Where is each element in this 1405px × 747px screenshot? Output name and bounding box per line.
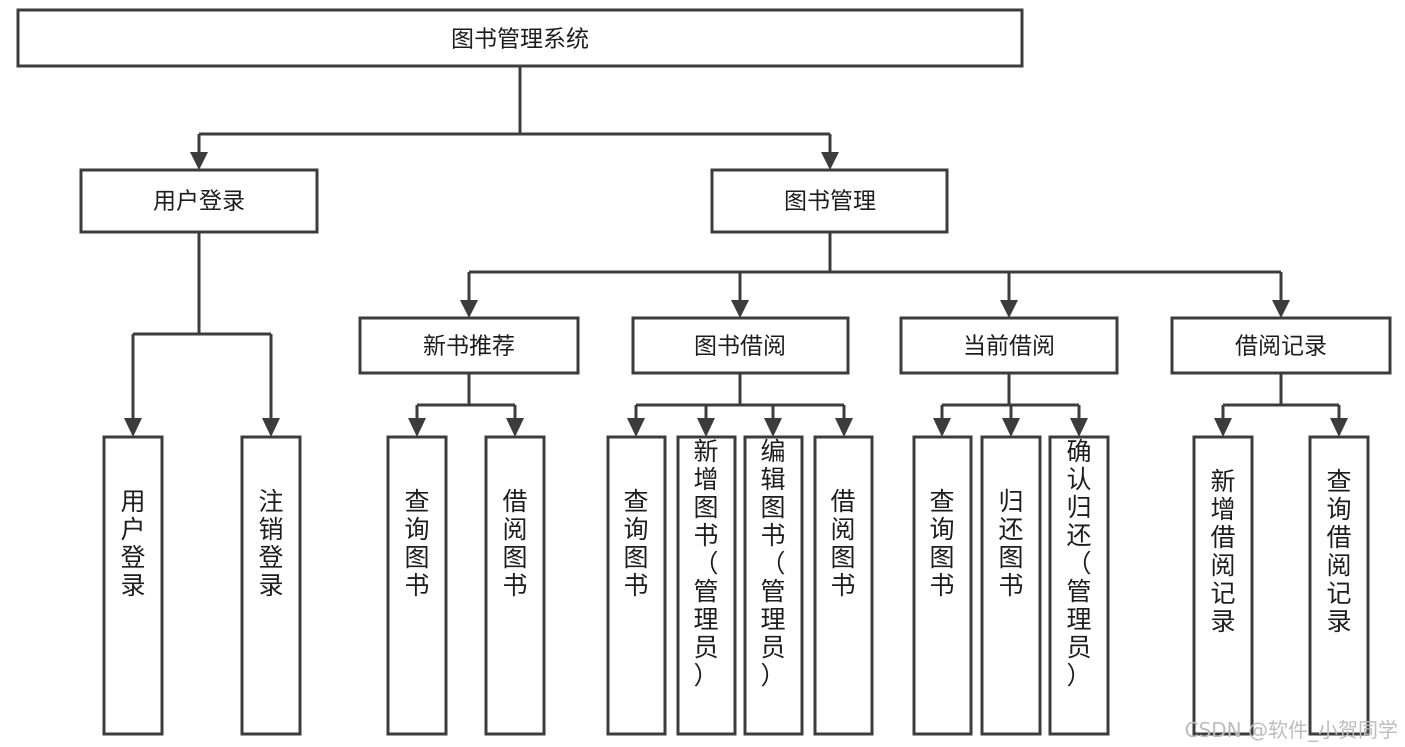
node-new-book-rec[interactable]: 新书推荐 — [358, 316, 580, 375]
node-book-manage-label: 图书管理 — [784, 189, 876, 215]
arrow-to-leaf-edit-book — [764, 418, 782, 437]
node-leaf-return-book-box[interactable] — [980, 435, 1042, 736]
arrow-to-borrow-record — [1272, 300, 1290, 318]
node-borrow-record[interactable]: 借阅记录 — [1170, 316, 1392, 375]
node-leaf-query-book-cur-box[interactable] — [912, 435, 973, 736]
node-user-login-box[interactable] — [79, 168, 319, 234]
node-leaf-edit-book-box[interactable] — [743, 435, 804, 736]
arrow-to-book-borrow — [731, 300, 749, 318]
node-leaf-borrow-book-rec-box[interactable] — [484, 435, 546, 736]
arrow-to-leaf-user-login — [124, 418, 142, 437]
csdn-watermark: CSDN @软件_小贺同学 — [1185, 718, 1398, 742]
node-leaf-query-record[interactable]: 查询借阅记录 — [1308, 435, 1370, 736]
arrow-to-book-manage — [821, 152, 839, 170]
node-leaf-query-book-cur-label: 查询图书 — [929, 487, 954, 600]
node-leaf-query-record-box[interactable] — [1308, 435, 1370, 736]
node-book-manage-box[interactable] — [710, 168, 949, 234]
node-leaf-confirm-return-box[interactable] — [1048, 435, 1110, 736]
node-book-borrow[interactable]: 图书借阅 — [631, 316, 850, 375]
connector-book-borrow-trunk — [634, 373, 846, 420]
node-leaf-add-record-label: 新增借阅记录 — [1210, 467, 1235, 636]
node-leaf-borrow-book-rec[interactable]: 借阅图书 — [484, 435, 546, 736]
arrow-to-leaf-confirm-return — [1070, 418, 1088, 437]
connector-current-borrow-trunk — [940, 373, 1081, 420]
node-leaf-query-book-rec-label: 查询图书 — [404, 487, 429, 600]
node-leaf-query-book-borrow-box[interactable] — [606, 435, 667, 736]
node-leaf-query-book-borrow[interactable]: 查询图书 — [606, 435, 667, 736]
node-root-label: 图书管理系统 — [451, 27, 589, 53]
node-leaf-user-login-box[interactable] — [102, 435, 164, 736]
node-leaf-add-record[interactable]: 新增借阅记录 — [1192, 435, 1254, 736]
node-leaf-add-book[interactable]: 新增图书（管理员） — [676, 435, 737, 736]
node-leaf-borrow-book-rec-label: 借阅图书 — [502, 487, 527, 600]
node-leaf-add-book-box[interactable] — [676, 435, 737, 736]
node-leaf-confirm-return[interactable]: 确认归还（管理员） — [1048, 435, 1110, 736]
node-book-borrow-label: 图书借阅 — [694, 334, 786, 360]
node-leaf-borrow-book-box[interactable] — [813, 435, 874, 736]
node-borrow-record-label: 借阅记录 — [1235, 334, 1327, 360]
node-current-borrow-box[interactable] — [899, 316, 1119, 375]
arrow-to-leaf-add-book — [697, 418, 715, 437]
node-leaf-return-book-label: 归还图书 — [998, 487, 1023, 600]
node-user-login-label: 用户登录 — [153, 189, 245, 215]
node-book-manage[interactable]: 图书管理 — [710, 168, 949, 234]
node-leaf-user-login-label: 用户登录 — [120, 487, 145, 600]
arrow-to-leaf-query-record — [1330, 418, 1348, 437]
connector-book-manage-trunk — [467, 232, 1283, 301]
node-leaf-logout-label: 注销登录 — [258, 487, 283, 600]
node-user-login[interactable]: 用户登录 — [79, 168, 319, 234]
arrow-to-leaf-query-book-cur — [933, 418, 951, 437]
node-leaf-add-record-box[interactable] — [1192, 435, 1254, 736]
node-current-borrow-label: 当前借阅 — [963, 334, 1055, 360]
node-leaf-logout[interactable]: 注销登录 — [240, 435, 302, 736]
node-root-box[interactable] — [16, 8, 1024, 68]
arrow-to-leaf-borrow-book — [835, 418, 853, 437]
node-new-book-rec-box[interactable] — [358, 316, 580, 375]
node-leaf-logout-box[interactable] — [240, 435, 302, 736]
node-book-borrow-box[interactable] — [631, 316, 850, 375]
arrow-to-leaf-add-record — [1214, 418, 1232, 437]
node-new-book-rec-label: 新书推荐 — [423, 334, 515, 360]
arrow-to-new-book-rec — [460, 300, 478, 318]
connector-root-trunk — [197, 66, 832, 153]
node-leaf-user-login[interactable]: 用户登录 — [102, 435, 164, 736]
arrow-to-leaf-return-book — [1002, 418, 1020, 437]
arrow-to-leaf-borrow-book-rec — [506, 418, 524, 437]
arrow-to-user-login — [190, 152, 208, 170]
node-borrow-record-box[interactable] — [1170, 316, 1392, 375]
node-leaf-edit-book[interactable]: 编辑图书（管理员） — [743, 435, 804, 736]
arrow-to-leaf-query-book-rec — [408, 418, 426, 437]
node-leaf-borrow-book-label: 借阅图书 — [830, 487, 855, 600]
node-leaf-query-record-label: 查询借阅记录 — [1326, 467, 1351, 636]
node-leaf-query-book-rec[interactable]: 查询图书 — [386, 435, 448, 736]
node-leaf-return-book[interactable]: 归还图书 — [980, 435, 1042, 736]
connector-group — [124, 66, 1348, 437]
node-leaf-borrow-book[interactable]: 借阅图书 — [813, 435, 874, 736]
node-leaf-add-book-label: 新增图书（管理员） — [693, 437, 718, 690]
connector-borrow-record-trunk — [1221, 373, 1341, 420]
connector-user-login-trunk — [131, 232, 273, 420]
connector-new-book-rec-trunk — [415, 373, 517, 420]
node-leaf-query-book-borrow-label: 查询图书 — [623, 487, 648, 600]
node-leaf-confirm-return-label: 确认归还（管理员） — [1066, 437, 1091, 690]
node-current-borrow[interactable]: 当前借阅 — [899, 316, 1119, 375]
node-root[interactable]: 图书管理系统 — [16, 8, 1024, 68]
arrow-to-leaf-query-book-borrow — [627, 418, 645, 437]
node-leaf-query-book-cur[interactable]: 查询图书 — [912, 435, 973, 736]
arrow-to-current-borrow — [1000, 300, 1018, 318]
node-leaf-edit-book-label: 编辑图书（管理员） — [760, 437, 785, 690]
node-leaf-query-book-rec-box[interactable] — [386, 435, 448, 736]
arrow-to-leaf-logout — [262, 418, 280, 437]
